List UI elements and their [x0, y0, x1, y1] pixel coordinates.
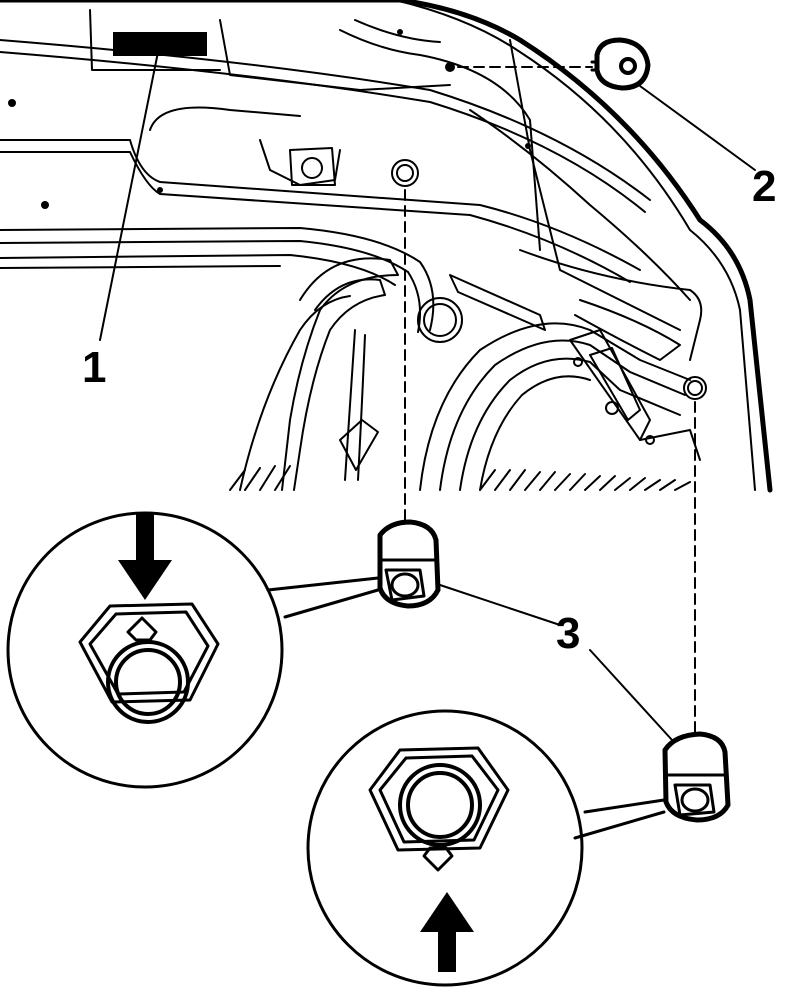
hood-panel: [0, 0, 773, 493]
callout-3: 3: [556, 609, 581, 658]
adjust-buffer-lower: [662, 731, 731, 823]
adjust-buffer-upper: [377, 519, 441, 609]
hood-frame-lines: [0, 9, 703, 491]
arrow-up-icon: [420, 892, 474, 972]
alignment-dashes: [404, 66, 696, 733]
rubber-bumper-part: [590, 37, 651, 91]
label-plate: [113, 32, 207, 56]
panel-cut-edge: [229, 465, 691, 491]
bumper-mount-hole: [445, 62, 455, 72]
callout-1: 1: [82, 343, 107, 392]
arrow-down-icon: [118, 514, 172, 600]
leader-lines: [99, 51, 756, 741]
detail-view-upper: [6, 511, 380, 789]
panel-holes: [8, 29, 707, 445]
callout-2: 2: [752, 162, 777, 211]
detail-view-lower: [306, 709, 666, 987]
